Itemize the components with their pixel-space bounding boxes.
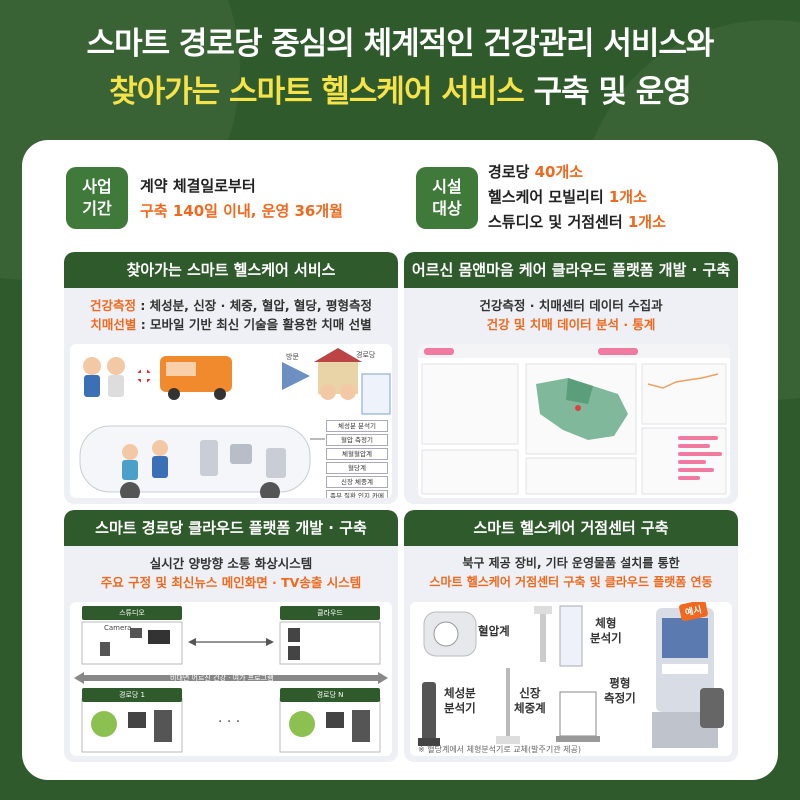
title-highlight: 찾아가는 스마트 헬스케어 서비스: [109, 74, 525, 110]
facility-info: 경로당 40개소 헬스케어 모빌리티 1개소 스튜디오 및 거점센터 1개소: [488, 160, 666, 235]
panel2-header: 어르신 몸앤마음 케어 클라우드 플랫폼 개발 · 구축: [404, 252, 738, 288]
facility-item2: 헬스케어 모빌리티 1개소: [488, 185, 666, 210]
title-line2: 찾아가는 스마트 헬스케어 서비스 구축 및 운영: [0, 70, 800, 114]
panel1-illustration: 방문 경로당 체성분 분석기 혈압 측정기 체혈혈압계 혈당계 신장 체중계 족…: [70, 344, 392, 498]
height-weight-label: 신장 체중계: [514, 686, 546, 716]
panel1-header: 찾아가는 스마트 헬스케어 서비스: [64, 252, 398, 288]
dashboard-screenshot: [418, 344, 730, 498]
stat-bar: [678, 452, 722, 456]
panel-smart-senior-center: 스마트 경로당 클라우드 플랫폼 개발 · 구축 실시간 양방향 소통 화상시스…: [64, 510, 398, 762]
content-card: 사업 기간 계약 체결일로부터 구축 140일 이내, 운영 36개월 시설 대…: [22, 140, 778, 780]
comp-label-l1: 체성분: [444, 686, 476, 700]
panel1-visit-label: 방문: [286, 353, 299, 361]
panel2-line2: 건강 및 치매 데이터 분석 · 통계: [486, 317, 656, 332]
panel3-line2: 주요 구정 및 최신뉴스 메인화면 · TV송출 시스템: [100, 575, 362, 590]
panel4-line2: 스마트 헬스케어 거점센터 구축 및 클라우드 플랫폼 연동: [429, 575, 713, 589]
van-item: 체성분 분석기: [326, 420, 388, 432]
panel1-line2: 치매선별 : 모바일 기반 최신 기술을 활용한 치매 선별: [64, 315, 398, 334]
van-item: 혈압 측정기: [326, 434, 388, 446]
program-label: 비대면 어르신 건강 · 여가 프로그램: [170, 674, 274, 682]
mobile-service-diagram: [79, 348, 391, 498]
period-badge-line2: 기간: [82, 199, 112, 218]
studio-label: 스튜디오: [82, 606, 182, 620]
height-label-l1: 신장: [519, 686, 541, 700]
panel1-line2-rest: : 모바일 기반 최신 기술을 활용한 치매 선별: [136, 317, 372, 332]
facility-item1-value: 40개소: [534, 163, 584, 181]
panel2-line1: 건강측정 · 치매센터 데이터 수집과: [479, 298, 663, 313]
panel-mobile-healthcare: 찾아가는 스마트 헬스케어 서비스 건강측정 : 체성분, 신장 · 체중, 혈…: [64, 252, 398, 504]
period-text1: 계약 체결일로부터: [140, 177, 256, 195]
facility-item3-label: 스튜디오 및 거점센터: [488, 213, 628, 231]
panel3-header: 스마트 경로당 클라우드 플랫폼 개발 · 구축: [64, 510, 398, 546]
title-line2-rest: 구축 및 운영: [523, 74, 692, 110]
period-badge: 사업 기간: [66, 167, 128, 229]
facility-item2-value: 1개소: [608, 188, 647, 206]
panel1-line1-key: 건강측정: [89, 298, 136, 313]
panel4-header: 스마트 헬스케어 거점센터 구축: [404, 510, 738, 546]
balance-label-l2: 측정기: [604, 691, 636, 705]
period-text2: 구축 140일 이내, 운영 36개월: [140, 202, 343, 220]
stat-bar: [678, 476, 700, 480]
stat-bar: [678, 460, 706, 464]
panel4-line1: 북구 제공 장비, 기타 운영물품 설치를 통한: [462, 556, 680, 570]
camera-label: Camera: [104, 624, 132, 632]
panel3-line1: 실시간 양방향 소통 화상시스템: [149, 556, 313, 571]
panel4-note: ※ 혈당계에서 체형분석기로 교체(발주기관 제공): [418, 745, 581, 754]
poster-title: 스마트 경로당 중심의 체계적인 건강관리 서비스와 찾아가는 스마트 헬스케어…: [0, 22, 800, 114]
bp-label: 혈압계: [478, 624, 510, 638]
facility-item1: 경로당 40개소: [488, 160, 666, 185]
balance-label: 평형 측정기: [604, 676, 636, 706]
centerN-label: 경로당 N: [280, 688, 380, 702]
panel1-line1-rest: : 체성분, 신장 · 체중, 혈압, 혈당, 평형측정: [135, 298, 373, 313]
video-network-graphic: [74, 621, 388, 753]
balance-label-l1: 평형: [609, 676, 631, 690]
stat-bar: [678, 436, 718, 440]
stat-bar: [678, 468, 714, 472]
cloud-label: 클라우드: [280, 606, 380, 620]
panel4-text: 북구 제공 장비, 기타 운영물품 설치를 통한 스마트 헬스케어 거점센터 구…: [404, 554, 738, 592]
body-comp-label: 체성분 분석기: [444, 686, 476, 716]
van-item: 족부 질환 인지 카메라: [326, 490, 388, 498]
van-item: 신장 체중계: [326, 476, 388, 488]
panel1-place-label: 경로당: [356, 351, 376, 359]
title-line1: 스마트 경로당 중심의 체계적인 건강관리 서비스와: [86, 26, 715, 62]
panel3-text: 실시간 양방향 소통 화상시스템 주요 구정 및 최신뉴스 메인화면 · TV송…: [64, 554, 398, 592]
height-label-l2: 체중계: [514, 701, 546, 715]
panel-healthcare-hub: 스마트 헬스케어 거점센터 구축 북구 제공 장비, 기타 운영물품 설치를 통…: [404, 510, 738, 762]
van-item: 혈당계: [326, 462, 388, 474]
facility-badge-line1: 시설: [432, 177, 462, 196]
facility-badge: 시설 대상: [416, 167, 478, 229]
van-equipment-list: 체성분 분석기 혈압 측정기 체혈혈압계 혈당계 신장 체중계 족부 질환 인지…: [326, 420, 388, 498]
panel1-line2-key: 치매선별: [90, 317, 137, 332]
dashboard-graphic: [418, 344, 730, 495]
panel-cloud-platform: 어르신 몸앤마음 케어 클라우드 플랫폼 개발 · 구축 건강측정 · 치매센터…: [404, 252, 738, 504]
panel2-text: 건강측정 · 치매센터 데이터 수집과 건강 및 치매 데이터 분석 · 통계: [404, 296, 738, 334]
facility-item2-label: 헬스케어 모빌리티: [488, 188, 609, 206]
stat-bar: [678, 444, 710, 448]
facility-item3: 스튜디오 및 거점센터 1개소: [488, 210, 666, 235]
equipment-graphic: [418, 605, 724, 748]
center1-label: 경로당 1: [82, 688, 182, 702]
comp-label-l2: 분석기: [444, 701, 476, 715]
facility-badge-line2: 대상: [432, 199, 462, 218]
panel1-text: 건강측정 : 체성분, 신장 · 체중, 혈압, 혈당, 평형측정 치매선별 :…: [64, 296, 398, 334]
period-info: 계약 체결일로부터 구축 140일 이내, 운영 36개월: [140, 174, 343, 224]
body-label-l2: 분석기: [590, 631, 622, 645]
body-label-l1: 체형: [595, 616, 617, 630]
facility-item3-value: 1개소: [627, 213, 666, 231]
period-badge-line1: 사업: [82, 177, 112, 196]
video-system-diagram: 스튜디오 클라우드 Camera: [70, 602, 392, 756]
hub-equipment: 혈압계 체형 분석기 체성분 분석기 신장 체중계 평형 측정기 예시: [410, 602, 732, 756]
more-dots: · · ·: [218, 714, 241, 730]
facility-item1-label: 경로당: [488, 163, 535, 181]
panel1-line1: 건강측정 : 체성분, 신장 · 체중, 혈압, 혈당, 평형측정: [64, 296, 398, 315]
van-item: 체혈혈압계: [326, 448, 388, 460]
body-analyzer-label: 체형 분석기: [590, 616, 622, 646]
